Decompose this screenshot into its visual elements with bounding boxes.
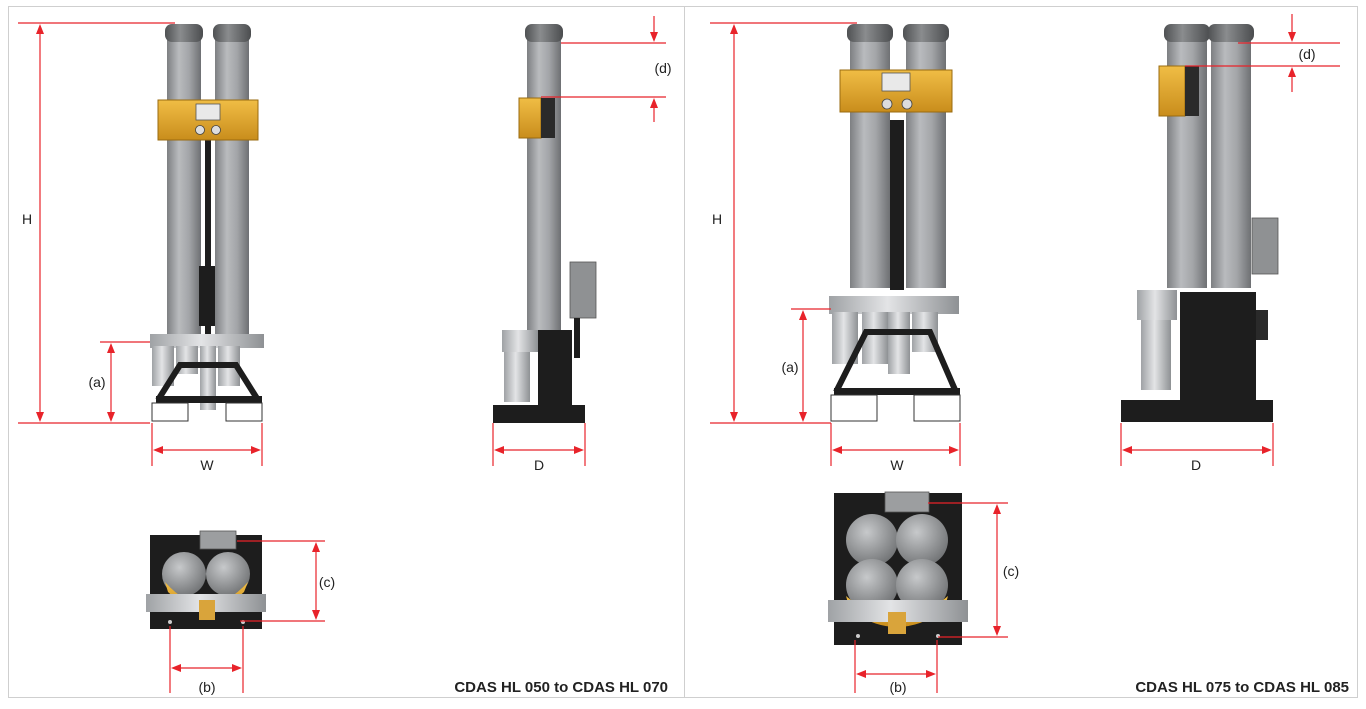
top-view-small-dryer — [146, 530, 266, 629]
caption-left: CDAS HL 050 to CDAS HL 070 — [454, 679, 668, 696]
label-a-left: (a) — [88, 374, 105, 390]
label-d-right: D — [1191, 457, 1201, 473]
label-w-right: W — [890, 457, 904, 473]
label-d-small-left: (d) — [654, 60, 671, 76]
panel-frame-right — [684, 6, 1358, 698]
label-b-right: (b) — [889, 679, 906, 695]
side-view-small-dryer — [493, 24, 597, 423]
front-view-large-dryer — [829, 24, 961, 422]
label-c-right: (c) — [1003, 563, 1019, 579]
label-b-left: (b) — [198, 679, 215, 695]
label-h-right: H — [712, 211, 722, 227]
front-view-small-dryer — [150, 24, 264, 422]
label-d-small-right: (d) — [1298, 46, 1315, 62]
dimension-lines-right — [710, 14, 1340, 693]
top-view-large-dryer — [828, 491, 968, 645]
label-h-left: H — [22, 211, 32, 227]
label-d-left: D — [534, 457, 544, 473]
label-a-right: (a) — [781, 359, 798, 375]
label-c-left: (c) — [319, 574, 335, 590]
side-view-large-dryer — [1121, 24, 1279, 422]
label-w-left: W — [200, 457, 214, 473]
dimension-lines-left — [18, 16, 666, 693]
caption-right: CDAS HL 075 to CDAS HL 085 — [1135, 679, 1349, 696]
